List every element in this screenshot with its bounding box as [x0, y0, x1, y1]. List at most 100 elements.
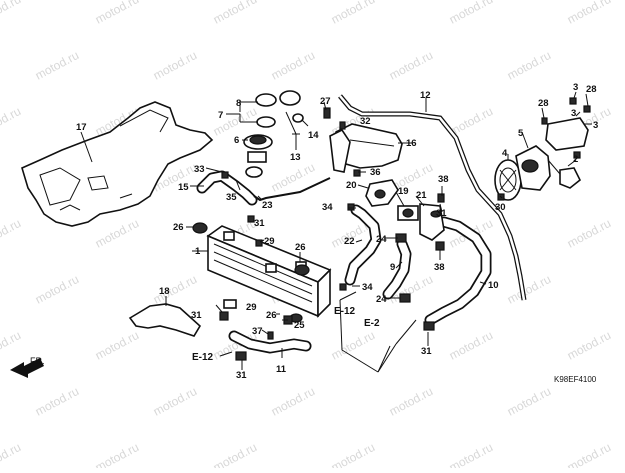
watermark-text: motod.ru [0, 216, 23, 251]
callout-20: 20 [346, 180, 357, 191]
watermark-text: motod.ru [329, 0, 377, 27]
callout-38-b: 38 [434, 262, 445, 273]
watermark-text: motod.ru [329, 328, 377, 363]
direction-label: FR. [30, 356, 45, 366]
callout-23: 23 [262, 200, 273, 211]
hose-15-23 [196, 170, 258, 206]
callout-38-a: 38 [438, 174, 449, 185]
hose-9 [382, 238, 412, 300]
callout-4: 4 [502, 148, 508, 159]
watermark-text: motod.ru [565, 440, 613, 468]
watermark-text: motod.ru [93, 328, 141, 363]
callout-7: 7 [218, 110, 223, 121]
grommet-26-b [294, 264, 310, 276]
radiator-cap-assembly [243, 93, 277, 178]
callout-32: 32 [360, 116, 371, 127]
watermark-text: motod.ru [329, 440, 377, 468]
callout-leaders [80, 91, 592, 370]
callout-3-a: 3 [573, 82, 578, 93]
watermark-text: motod.ru [33, 48, 81, 83]
watermark-text: motod.ru [447, 328, 495, 363]
watermark-text: motod.ru [505, 272, 553, 307]
callout-6: 6 [234, 135, 239, 146]
watermark-text: motod.ru [0, 0, 23, 27]
reference-e12-a[interactable]: E-12 [192, 352, 214, 363]
callout-36: 36 [370, 167, 381, 178]
reserve-cap [279, 90, 304, 123]
watermark-text: motod.ru [0, 104, 23, 139]
callout-31-e: 31 [421, 346, 432, 357]
callout-labels: 1 2 3 3 3 4 5 6 7 8 9 10 11 12 13 14 15 … [76, 82, 598, 381]
callout-34-b: 34 [362, 282, 373, 293]
watermark-text: motod.ru [0, 440, 23, 468]
callout-2: 2 [573, 154, 578, 165]
callout-31-c: 31 [236, 370, 247, 381]
watermark-text: motod.ru [211, 440, 259, 468]
watermark-text: motod.ru [0, 328, 23, 363]
watermark-text: motod.ru [151, 48, 199, 83]
watermark-text: motod.ru [93, 440, 141, 468]
callout-3-c: 3 [593, 120, 598, 131]
callout-26-a: 26 [173, 222, 184, 233]
callout-35: 35 [226, 192, 237, 203]
callout-18: 18 [159, 286, 170, 297]
watermark-text: motod.ru [447, 0, 495, 27]
callout-9: 9 [390, 262, 395, 273]
callout-29-b: 29 [246, 302, 257, 313]
callout-30: 30 [495, 202, 506, 213]
water-pump [494, 117, 589, 201]
callout-31-b: 31 [191, 310, 202, 321]
callout-28-a: 28 [538, 98, 549, 109]
callout-28-b: 28 [586, 84, 597, 95]
thermostat-housing [365, 179, 445, 241]
callout-25: 25 [294, 320, 305, 331]
watermark-text: motod.ru [387, 48, 435, 83]
reserve-tank [329, 123, 403, 173]
hose-10 [424, 216, 492, 326]
callout-12: 12 [420, 90, 431, 101]
watermark-text: motod.ru [447, 440, 495, 468]
watermark-text: motod.ru [565, 216, 613, 251]
watermark-text: motod.ru [33, 384, 81, 419]
watermark-text: motod.ru [93, 0, 141, 27]
watermark-text: motod.ru [505, 48, 553, 83]
overflow-tube-23 [253, 177, 331, 202]
watermark-text: motod.ru [269, 384, 317, 419]
reference-tags: E-12 E-12 E-2 [192, 306, 380, 363]
watermark-text: motod.ru [565, 328, 613, 363]
callout-33: 33 [194, 164, 205, 175]
callout-31-d: 31 [436, 208, 447, 219]
grommet-26-a [192, 222, 208, 234]
watermark-text: motod.ru [505, 384, 553, 419]
hose-22 [344, 204, 382, 286]
reference-e12-b[interactable]: E-12 [334, 306, 356, 317]
radiator-shroud [21, 101, 214, 227]
callout-21: 21 [416, 190, 427, 201]
callout-34-a: 34 [322, 202, 333, 213]
hose-11 [228, 330, 312, 354]
watermark-text: motod.ru [387, 384, 435, 419]
callout-3-b: 3 [571, 108, 576, 119]
siphon-tube-12 [338, 94, 527, 301]
callout-8: 8 [236, 98, 241, 109]
callout-24-b: 24 [376, 294, 387, 305]
callout-26-b: 26 [295, 242, 306, 253]
callout-27: 27 [320, 96, 331, 107]
callout-19: 19 [398, 186, 409, 197]
callout-37: 37 [252, 326, 263, 337]
watermark-text: motod.ru [151, 384, 199, 419]
diagram-code: K98EF4100 [554, 375, 597, 384]
watermark-text: motod.ru [33, 272, 81, 307]
watermark-text: motod.ru [269, 160, 317, 195]
reference-lines [219, 291, 417, 373]
watermark-text: motod.ru [93, 216, 141, 251]
watermark-text: motod.ru [565, 0, 613, 27]
lower-guard [128, 303, 202, 337]
callout-13: 13 [290, 152, 301, 163]
reference-e2[interactable]: E-2 [364, 318, 380, 329]
callout-1: 1 [195, 246, 201, 257]
callout-26-c: 26 [266, 310, 277, 321]
